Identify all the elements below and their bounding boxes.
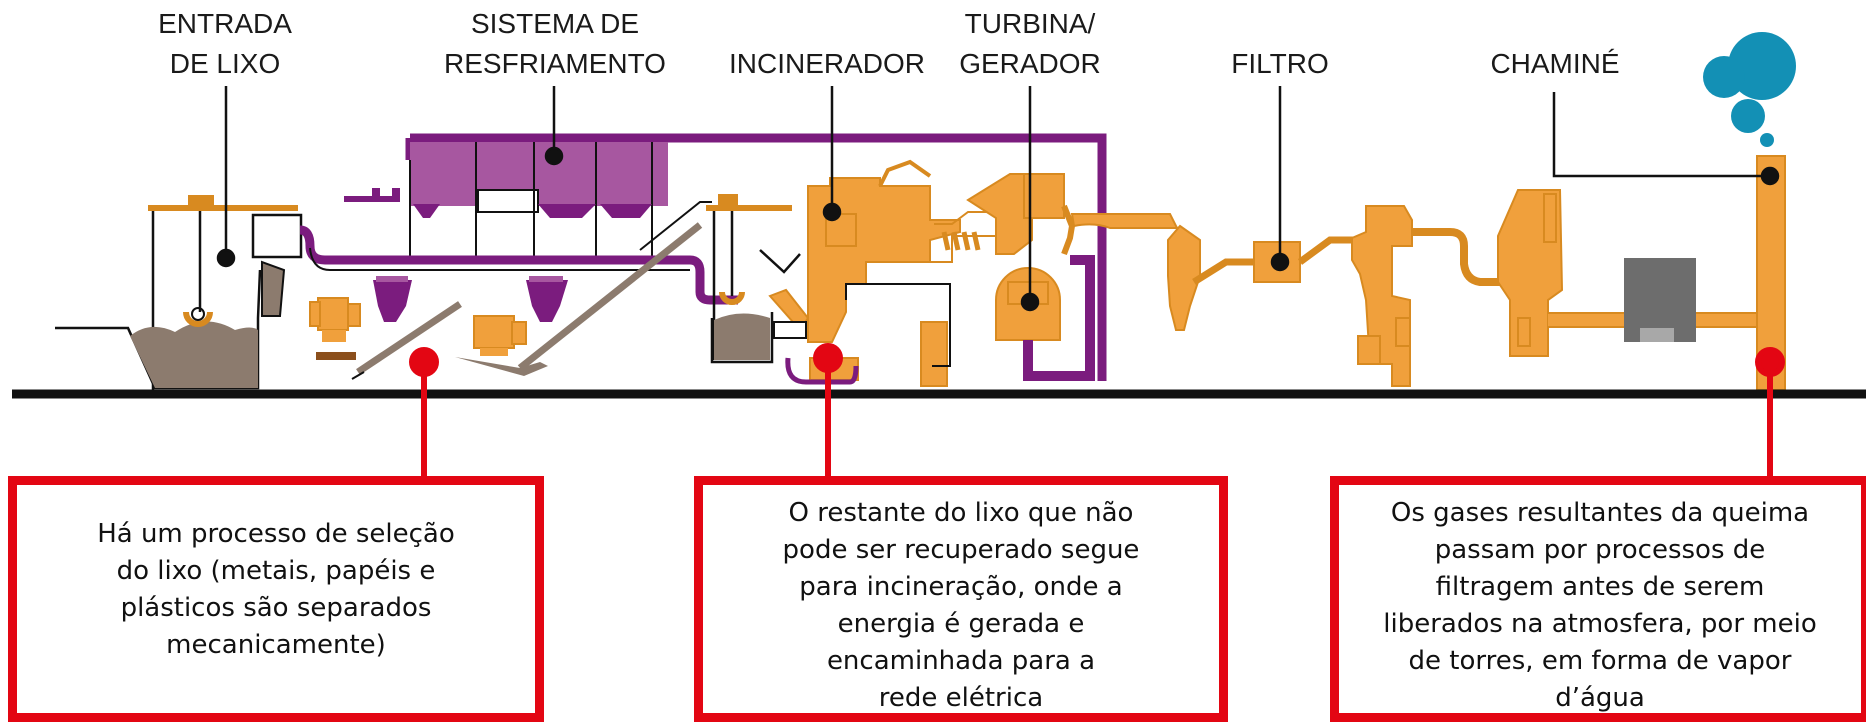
label-chamine: CHAMINÉ [1480, 44, 1630, 84]
turbine-feedback-loop [1023, 255, 1095, 381]
label-turbina-line1: TURBINA/ [964, 8, 1096, 39]
callout-box-incineracao: O restante do lixo que não pode ser recu… [694, 476, 1228, 722]
callout-text-incineracao: O restante do lixo que não pode ser recu… [782, 495, 1140, 713]
callout-incineracao-line: energia é gerada e [837, 609, 1085, 639]
smoke-puffs [1703, 32, 1796, 147]
gas-scrubbers [1351, 189, 1564, 387]
label-chamine-text: CHAMINÉ [1490, 48, 1620, 79]
incinerator [768, 177, 1001, 387]
callout-incineracao-line: pode ser recuperado segue [782, 535, 1140, 565]
ash-container [1624, 258, 1696, 342]
callout-selecao-line: Há um processo de seleção [97, 519, 455, 549]
callout-incineracao-line: rede elétrica [878, 683, 1044, 713]
label-turbina-line2: GERADOR [959, 48, 1101, 79]
label-filtro: FILTRO [1220, 44, 1340, 84]
label-sistema-line1: SISTEMA DE [470, 8, 640, 39]
waste-entry-bunker [55, 195, 303, 390]
callout-selecao-line: do lixo (metais, papéis e [116, 556, 436, 586]
callout-incineracao-line: para incineração, onde a [799, 572, 1123, 602]
turbine-generator [966, 173, 1076, 341]
incinerator-feed-bunker [706, 194, 801, 364]
label-entrada-de-lixo: ENTRADA DE LIXO [140, 4, 310, 84]
label-entrada-line2: DE LIXO [169, 48, 281, 79]
callout-box-selecao: Há um processo de seleção do lixo (metai… [8, 476, 544, 722]
callout-gases-line: passam por processos de [1434, 535, 1766, 565]
callout-connectors [409, 343, 1785, 478]
callout-gases-line: Os gases resultantes da queima [1390, 498, 1810, 528]
label-filtro-text: FILTRO [1231, 48, 1329, 79]
label-turbina-gerador: TURBINA/ GERADOR [950, 4, 1110, 84]
label-sistema-de-resfriamento: SISTEMA DE RESFRIAMENTO [436, 4, 674, 84]
label-incinerador: INCINERADOR [722, 44, 932, 84]
callout-gases-line: liberados na atmosfera, por meio [1383, 609, 1817, 639]
label-sistema-line2: RESFRIAMENTO [444, 48, 666, 79]
callout-gases-line: d’água [1555, 683, 1645, 713]
label-entrada-line1: ENTRADA [158, 8, 292, 39]
callout-incineracao-line: encaminhada para a [826, 646, 1096, 676]
label-leaders [216, 86, 1780, 312]
callout-gases-line: filtragem antes de serem [1435, 572, 1765, 602]
cooling-system [299, 133, 1107, 381]
callout-selecao-line: mecanicamente) [166, 630, 386, 660]
cyclone-and-filter [1070, 213, 1354, 331]
callout-gases-line: de torres, em forma de vapor [1408, 646, 1792, 676]
callout-incineracao-line: O restante do lixo que não [788, 498, 1134, 528]
callout-box-gases: Os gases resultantes da queima passam po… [1330, 476, 1866, 722]
callout-text-gases: Os gases resultantes da queima passam po… [1383, 495, 1817, 713]
sorting-area [309, 201, 712, 380]
callout-selecao-line: plásticos são separados [120, 593, 432, 623]
label-incinerador-text: INCINERADOR [728, 48, 925, 79]
callout-text-selecao: Há um processo de seleção do lixo (metai… [97, 516, 455, 664]
